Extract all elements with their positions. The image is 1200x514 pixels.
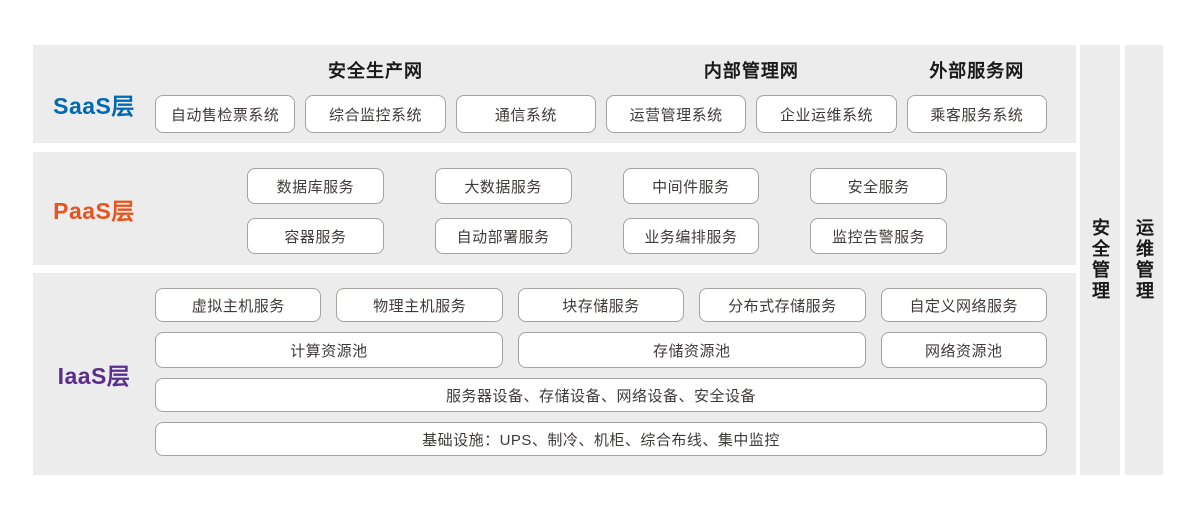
iaas-hardware-box: 服务器设备、存储设备、网络设备、安全设备 xyxy=(155,378,1047,412)
saas-system-box: 综合监控系统 xyxy=(305,95,446,133)
paas-service-box: 容器服务 xyxy=(247,218,384,254)
paas-service-box: 大数据服务 xyxy=(434,168,572,204)
ops-management-label: 运维管理 xyxy=(1134,218,1154,302)
paas-service-box: 中间件服务 xyxy=(622,168,760,204)
saas-layer-label: SaaS层 xyxy=(53,93,135,119)
saas-system-box: 运营管理系统 xyxy=(605,95,747,133)
network-header: 外部服务网 xyxy=(929,61,1025,81)
saas-layer-content: 安全生产网 内部管理网 外部服务网 自动售检票系统综合监控系统通信系统运营管理系统企… xyxy=(155,45,1076,143)
paas-service-box: 业务编排服务 xyxy=(622,218,760,254)
network-header: 内部管理网 xyxy=(703,61,799,81)
saas-system-box: 通信系统 xyxy=(455,95,596,133)
iaas-service-box: 分布式存储服务 xyxy=(699,288,866,322)
iaas-layer-content: 虚拟主机服务物理主机服务块存储服务分布式存储服务自定义网络服务 计算资源池存储资… xyxy=(155,273,1076,475)
iaas-service-box: 自定义网络服务 xyxy=(880,288,1047,322)
paas-service-box: 安全服务 xyxy=(810,168,947,204)
iaas-pool-box: 计算资源池 xyxy=(155,332,503,368)
paas-service-box: 数据库服务 xyxy=(247,168,384,204)
iaas-layer-section: IaaS层 虚拟主机服务物理主机服务块存储服务分布式存储服务自定义网络服务 计算… xyxy=(33,273,1076,475)
paas-layer-label: PaaS层 xyxy=(53,197,135,224)
layers-column: SaaS层 安全生产网 内部管理网 外部服务网 自动售检票系统综合监控系统通信系统运… xyxy=(33,45,1076,475)
iaas-service-box: 块存储服务 xyxy=(517,288,685,322)
paas-layer-content: 数据库服务 大数据服务 中间件服务 安全服务容器服务 自动部署服务 业务编排服务 监控告警服… xyxy=(155,152,1076,265)
saas-systems-row: 自动售检票系统综合监控系统通信系统运营管理系统企业运维系统乘客服务系统 xyxy=(155,95,1047,133)
saas-system-box: 企业运维系统 xyxy=(756,95,897,133)
paas-layer-section: PaaS层 数据库服务 大数据服务 中间件服务 安全服务容器服务 自动部署服务 业务编排服… xyxy=(33,152,1076,265)
paas-service-box: 自动部署服务 xyxy=(434,218,572,254)
paas-service-box: 监控告警服务 xyxy=(810,218,947,254)
iaas-layer-label: IaaS层 xyxy=(57,363,131,389)
iaas-service-box: 虚拟主机服务 xyxy=(155,288,322,322)
iaas-resource-pools-row: 计算资源池存储资源池网络资源池 xyxy=(155,332,1047,368)
saas-system-box: 乘客服务系统 xyxy=(906,95,1047,133)
iaas-pool-box: 网络资源池 xyxy=(880,332,1047,368)
network-headers-row: 安全生产网 内部管理网 外部服务网 xyxy=(155,60,1047,82)
saas-system-box: 自动售检票系统 xyxy=(155,95,296,133)
network-header: 安全生产网 xyxy=(328,61,423,81)
security-management-label: 安全管理 xyxy=(1090,218,1110,302)
security-management-bar: 安全管理 xyxy=(1080,45,1120,475)
paas-services-grid: 数据库服务 大数据服务 中间件服务 安全服务容器服务 自动部署服务 业务编排服务 监控告警服… xyxy=(247,168,947,254)
iaas-service-box: 物理主机服务 xyxy=(336,288,503,322)
iaas-pool-box: 存储资源池 xyxy=(517,332,866,368)
iaas-services-row: 虚拟主机服务物理主机服务块存储服务分布式存储服务自定义网络服务 xyxy=(155,288,1047,322)
iaas-facility-box: 基础设施：UPS、制冷、机柜、综合布线、集中监控 xyxy=(155,422,1047,456)
ops-management-bar: 运维管理 xyxy=(1125,45,1163,475)
saas-layer-section: SaaS层 安全生产网 内部管理网 外部服务网 自动售检票系统综合监控系统通信系统运… xyxy=(33,45,1076,143)
